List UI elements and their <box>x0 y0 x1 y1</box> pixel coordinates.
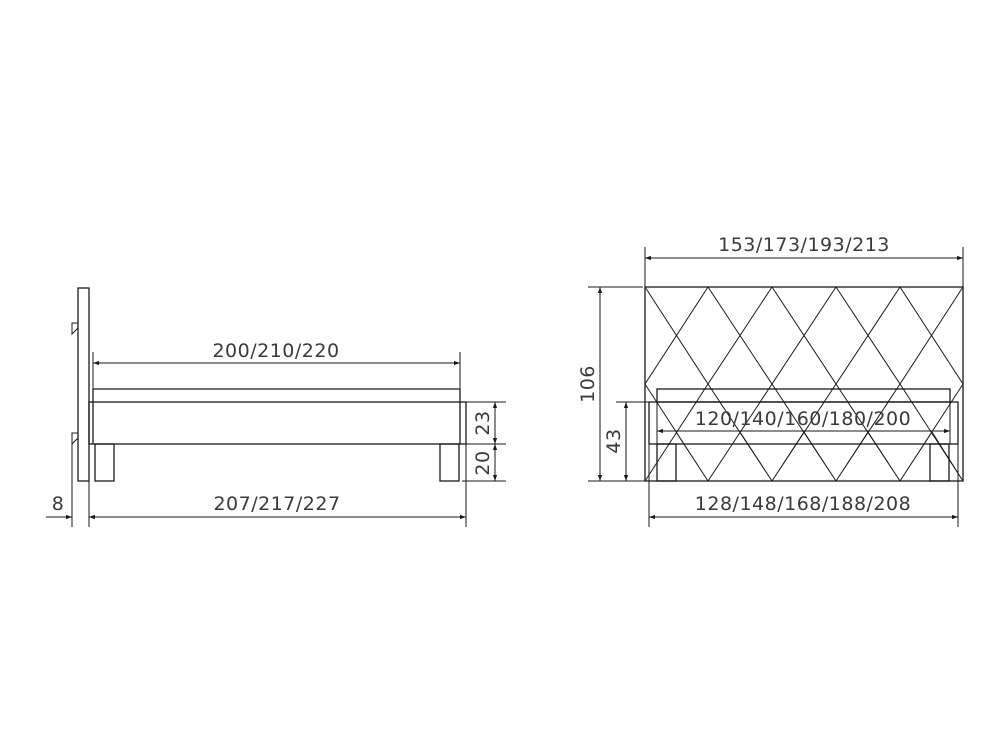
front-headboard <box>644 286 964 482</box>
side-view: 200/210/220 207/217/227 8 23 20 <box>46 287 506 527</box>
side-leg-height-label: 20 <box>472 450 494 475</box>
front-leg-left <box>656 443 677 482</box>
front-mattress-width-label: 120/140/160/180/200 <box>695 408 911 430</box>
front-box-spring <box>648 401 959 445</box>
front-headboard-width-label: 153/173/193/213 <box>718 234 890 256</box>
side-bracket-top <box>71 322 79 336</box>
side-base-height-label: 23 <box>472 410 494 435</box>
side-leg-left <box>94 443 115 482</box>
side-top-length-label: 200/210/220 <box>212 340 339 362</box>
front-base-width-label: 128/148/168/188/208 <box>695 493 911 515</box>
side-headboard <box>77 287 90 482</box>
side-bracket-bottom <box>71 432 79 446</box>
front-leg-right <box>929 443 950 482</box>
front-view: 153/173/193/213 106 43 120/140/160/180/2… <box>577 234 964 527</box>
diamond-tufting-pattern <box>645 287 963 481</box>
side-bottom-length-label: 207/217/227 <box>213 493 340 515</box>
front-headboard-height-label: 106 <box>577 365 599 403</box>
side-headboard-thickness-label: 8 <box>52 493 65 515</box>
side-leg-right <box>439 443 460 482</box>
front-bed-height-label: 43 <box>603 428 625 453</box>
side-box-spring <box>88 401 467 445</box>
